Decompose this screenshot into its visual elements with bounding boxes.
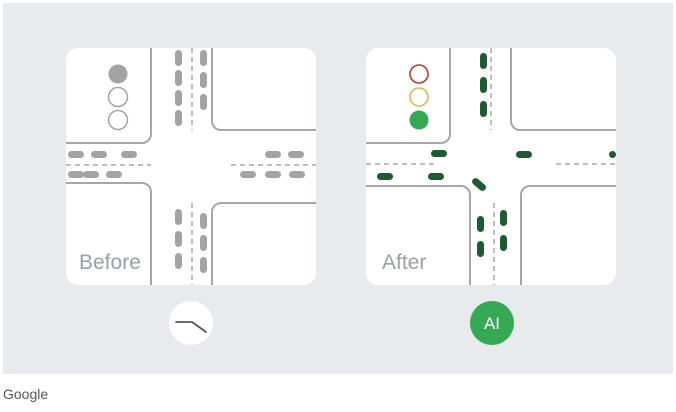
before-traffic-light — [107, 64, 129, 131]
after-lane-dashes — [366, 48, 616, 285]
car — [265, 171, 281, 178]
car — [480, 77, 487, 93]
before-lane-dashes — [66, 48, 316, 285]
car — [516, 151, 532, 158]
before-label: Before — [79, 251, 141, 274]
before-intersection: Before — [66, 48, 316, 285]
after-tile — [366, 48, 616, 285]
before-tile — [66, 48, 316, 285]
car — [288, 151, 304, 158]
image-caption: Google — [3, 386, 49, 402]
after-road-edges — [366, 48, 616, 285]
timer-curve-icon — [175, 321, 207, 333]
car — [200, 94, 207, 110]
intersection-diagram: Before — [66, 48, 616, 345]
car — [200, 72, 207, 88]
car — [175, 231, 182, 247]
car — [175, 50, 182, 66]
car — [500, 235, 507, 251]
car — [480, 53, 487, 69]
car — [289, 171, 305, 178]
after-badge: AI — [470, 301, 514, 345]
car — [428, 173, 444, 180]
car — [472, 178, 486, 191]
car — [200, 235, 207, 251]
car — [265, 151, 281, 158]
after-label: After — [382, 251, 426, 274]
car — [431, 150, 447, 157]
car — [175, 90, 182, 106]
car — [477, 216, 484, 232]
car — [175, 253, 182, 269]
ai-badge-text: AI — [484, 314, 500, 333]
car — [83, 171, 99, 178]
after-intersection: After — [366, 48, 616, 285]
car — [121, 151, 137, 158]
car — [175, 110, 182, 126]
before-cars — [68, 50, 305, 273]
car — [609, 151, 616, 158]
ai-badge-circle — [470, 301, 514, 345]
car — [480, 101, 487, 117]
light-red — [409, 64, 429, 84]
car — [68, 151, 84, 158]
car — [106, 171, 122, 178]
car — [500, 210, 507, 226]
after-cars — [377, 53, 616, 257]
light-green — [409, 110, 429, 130]
after-traffic-light — [409, 64, 429, 130]
car — [200, 213, 207, 229]
light-yellow — [409, 87, 429, 107]
diagram-panel: Before — [3, 3, 673, 374]
car — [91, 151, 107, 158]
car — [240, 171, 256, 178]
before-road-edges — [66, 48, 316, 285]
light-bottom — [107, 109, 129, 131]
car — [477, 241, 484, 257]
car — [175, 209, 182, 225]
light-middle — [107, 86, 129, 108]
car — [175, 70, 182, 86]
car — [377, 173, 393, 180]
car — [200, 50, 207, 66]
car — [68, 171, 84, 178]
before-badge — [169, 301, 213, 345]
light-top — [108, 64, 128, 84]
before-badge-circle — [169, 301, 213, 345]
car — [200, 257, 207, 273]
